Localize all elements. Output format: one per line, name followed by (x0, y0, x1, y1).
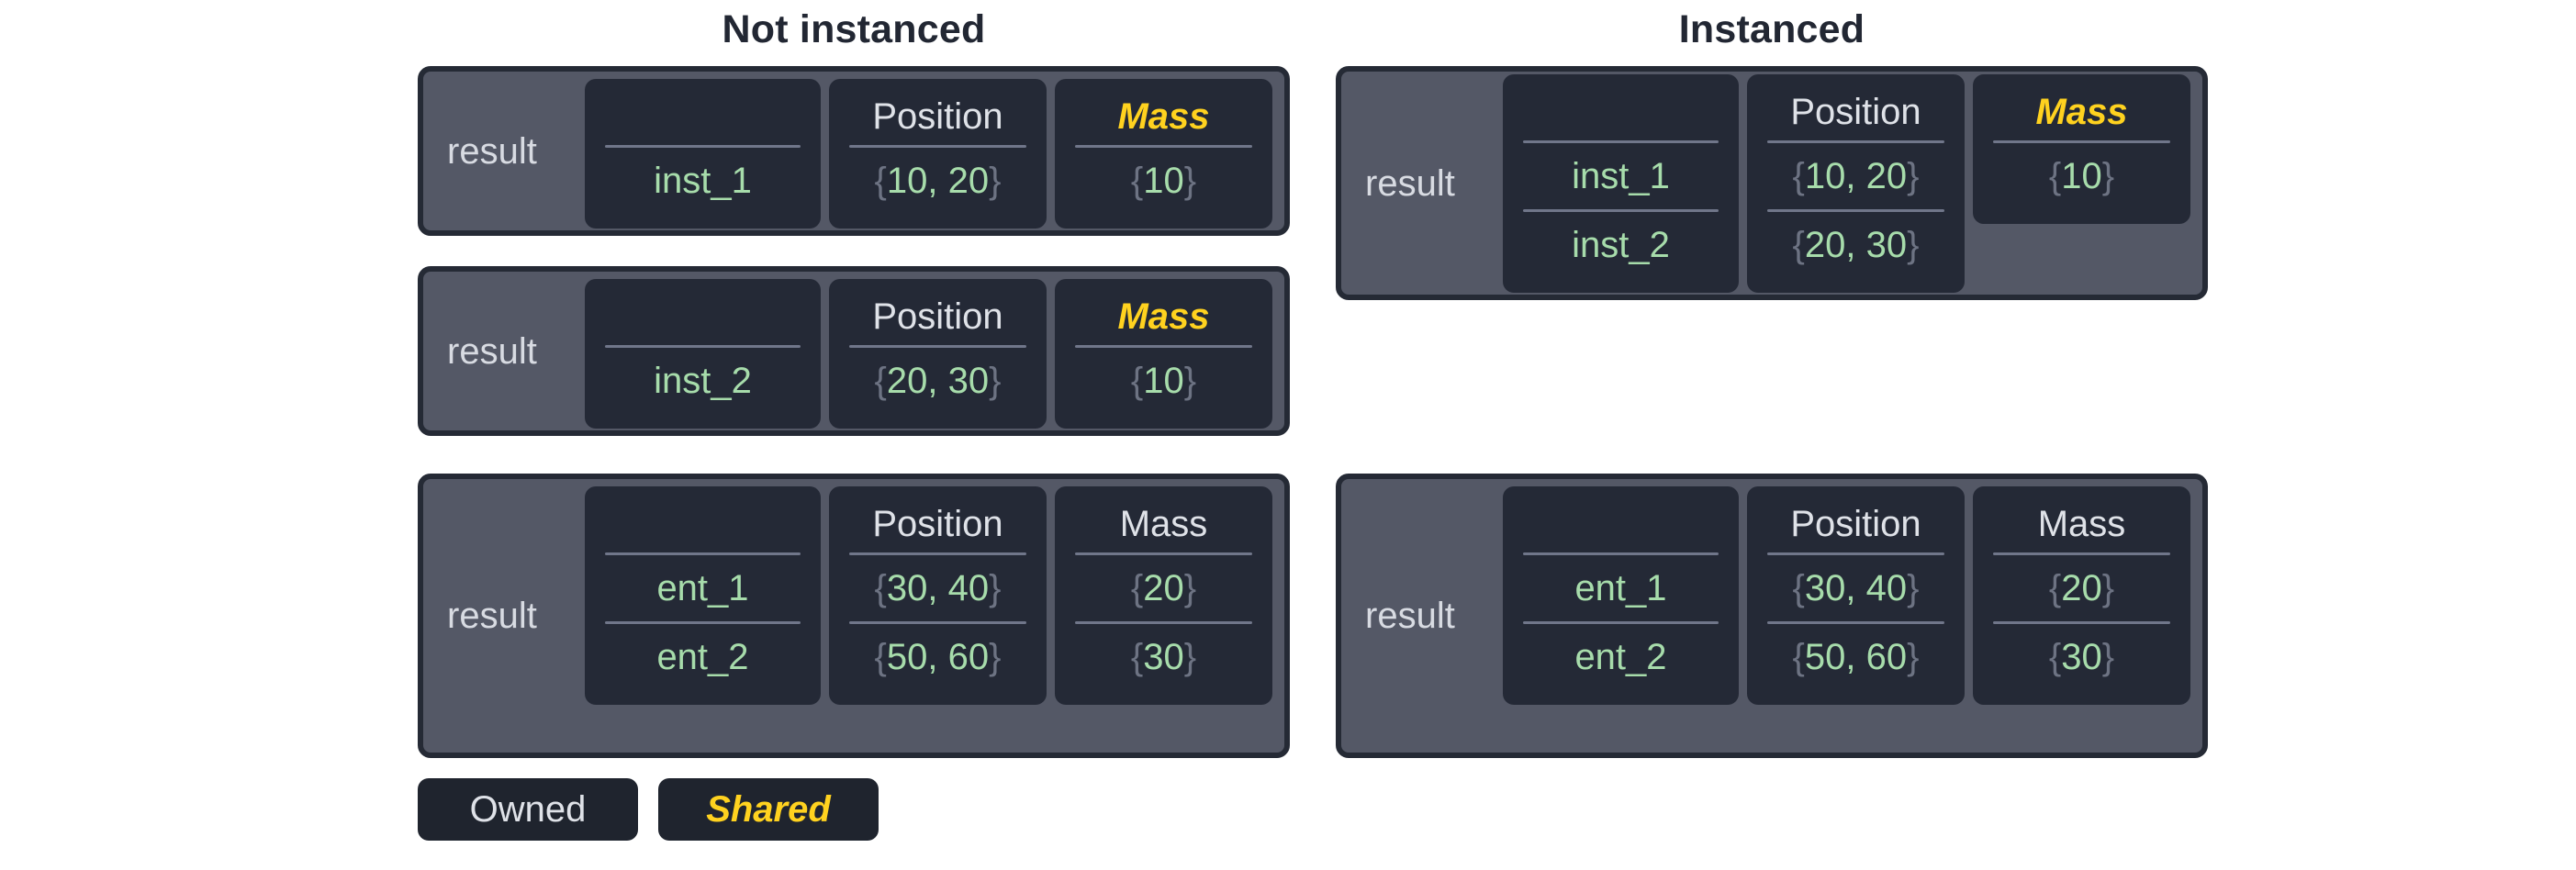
column-header-mass: Mass (2037, 504, 2126, 544)
column-header-position: Position (872, 296, 1003, 337)
column-header-position: Position (1790, 504, 1921, 544)
column-position: Position {10, 20} {20, 30} (1747, 73, 1965, 293)
column-mass: Mass {10} (1973, 73, 2190, 224)
table-not-instanced-entities: result ent_1 ent_2 Position {30, 40} {50… (418, 474, 1290, 758)
cell-name: inst_2 (1572, 224, 1670, 265)
cell-position: {30, 40} (1792, 568, 1920, 608)
header-rule (1767, 552, 1944, 555)
row-rule (605, 621, 801, 624)
column-header-name (1516, 84, 1726, 140)
column-mass: Mass {10} (1055, 279, 1272, 429)
cell-name: ent_2 (656, 637, 749, 677)
header-rule (1523, 552, 1719, 555)
cell-name: ent_1 (1574, 568, 1667, 608)
column-group: inst_2 Position {20, 30} Mass {10} (585, 279, 1277, 429)
column-header-name (598, 288, 808, 345)
column-header-mass: Mass (1117, 296, 1210, 337)
column-header-position: Position (872, 504, 1003, 544)
cell-name: inst_1 (1572, 155, 1670, 196)
table-not-instanced-inst2: result inst_2 Position {20, 30} Mass {10… (418, 266, 1290, 436)
column-header-name (1516, 496, 1726, 552)
column-mass: Mass {20} {30} (1055, 486, 1272, 705)
result-label: result (447, 330, 537, 372)
row-rule (1993, 621, 2170, 624)
heading-instanced: Instanced (1678, 7, 1865, 51)
header-rule (605, 552, 801, 555)
column-position: Position {30, 40} {50, 60} (829, 486, 1047, 705)
header-rule (849, 345, 1026, 348)
column-name: inst_1 (585, 79, 821, 229)
header-rule (849, 145, 1026, 148)
column-position: Position {10, 20} (829, 79, 1047, 229)
heading-not-instanced: Not instanced (722, 7, 986, 51)
header-rule (1075, 552, 1252, 555)
header-rule (1523, 139, 1719, 143)
column-position: Position {30, 40} {50, 60} (1747, 486, 1965, 705)
cell-position: {10, 20} (874, 161, 1002, 201)
cell-name: inst_1 (654, 161, 752, 201)
column-group: ent_1 ent_2 Position {30, 40} {50, 60} M… (585, 486, 1277, 745)
result-label: result (1365, 596, 1455, 636)
column-name: inst_1 inst_2 (1503, 73, 1739, 293)
column-group: ent_1 ent_2 Position {30, 40} {50, 60} M… (1503, 486, 2195, 745)
header-rule (1767, 139, 1944, 143)
table-instanced-instances: result inst_1 inst_2 Position {10, 20} {… (1336, 66, 2208, 300)
row-rule (1075, 621, 1252, 624)
header-rule (1075, 145, 1252, 148)
column-header-position: Position (872, 96, 1003, 137)
row-rule (1523, 208, 1719, 212)
cell-name: ent_1 (656, 568, 749, 608)
column-header-mass: Mass (1119, 504, 1208, 544)
legend-chip-shared: Shared (658, 778, 879, 841)
cell-mass: {30} (1130, 637, 1197, 677)
column-name: ent_1 ent_2 (1503, 486, 1739, 705)
row-rule (1767, 208, 1944, 212)
cell-position: {20, 30} (874, 361, 1002, 401)
cell-position: {30, 40} (874, 568, 1002, 608)
header-rule (1993, 139, 2170, 143)
header-rule (605, 145, 801, 148)
table-instanced-entities: result ent_1 ent_2 Position {30, 40} {50… (1336, 474, 2208, 758)
cell-position: {50, 60} (1792, 637, 1920, 677)
column-header-name (598, 88, 808, 145)
row-rule (1767, 621, 1944, 624)
cell-mass: {10} (2048, 155, 2115, 196)
cell-name: ent_2 (1574, 637, 1667, 677)
column-header-position: Position (1790, 91, 1921, 132)
cell-mass: {20} (2048, 568, 2115, 608)
result-label: result (1365, 162, 1455, 204)
result-label: result (447, 130, 537, 172)
column-mass: Mass {10} (1055, 79, 1272, 229)
column-header-mass: Mass (2035, 91, 2128, 132)
column-header-name (598, 496, 808, 552)
cell-name: inst_2 (654, 361, 752, 401)
cell-mass: {20} (1130, 568, 1197, 608)
cell-mass: {10} (1130, 361, 1197, 401)
column-name: inst_2 (585, 279, 821, 429)
header-rule (605, 345, 801, 348)
column-group: inst_1 inst_2 Position {10, 20} {20, 30}… (1503, 73, 2195, 293)
row-rule (1523, 621, 1719, 624)
row-rule (849, 621, 1026, 624)
header-rule (849, 552, 1026, 555)
column-mass: Mass {20} {30} (1973, 486, 2190, 705)
header-rule (1075, 345, 1252, 348)
column-position: Position {20, 30} (829, 279, 1047, 429)
column-name: ent_1 ent_2 (585, 486, 821, 705)
cell-position: {50, 60} (874, 637, 1002, 677)
header-rule (1993, 552, 2170, 555)
legend-chip-owned: Owned (418, 778, 638, 841)
column-header-mass: Mass (1117, 96, 1210, 137)
result-label: result (447, 596, 537, 636)
legend: Owned Shared (418, 778, 879, 841)
cell-position: {20, 30} (1792, 224, 1920, 265)
cell-mass: {10} (1130, 161, 1197, 201)
column-group: inst_1 Position {10, 20} Mass {10} (585, 79, 1277, 229)
cell-mass: {30} (2048, 637, 2115, 677)
cell-position: {10, 20} (1792, 155, 1920, 196)
table-not-instanced-inst1: result inst_1 Position {10, 20} Mass {10… (418, 66, 1290, 236)
